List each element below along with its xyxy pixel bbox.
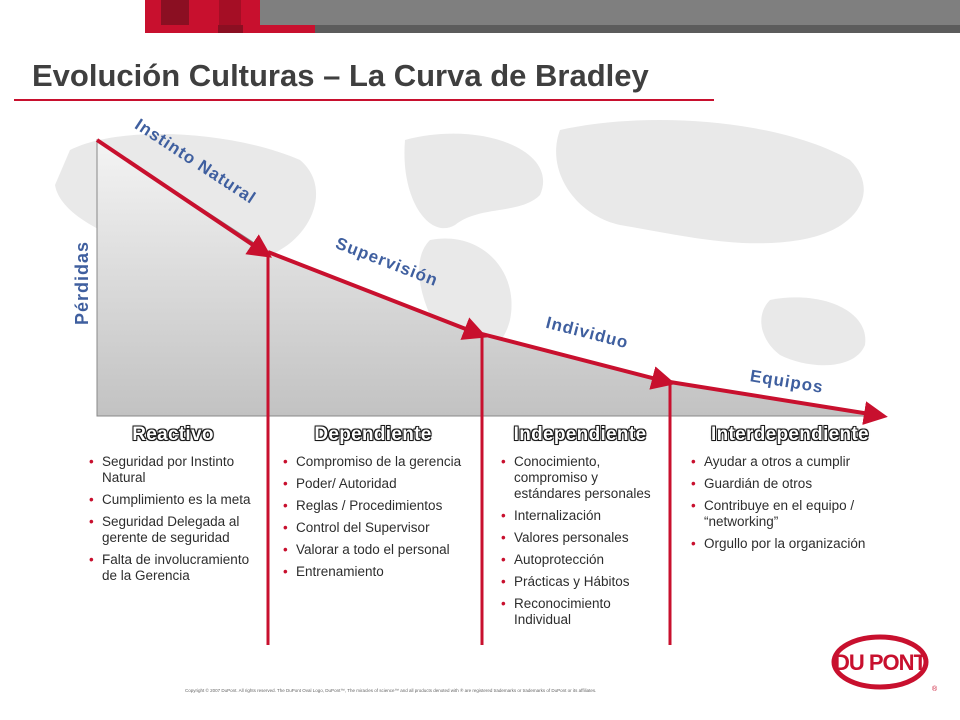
list-item: Ayudar a otros a cumplir [690,454,890,470]
list-item: Cumplimiento es la meta [88,492,258,508]
list-item: Prácticas y Hábitos [500,574,660,590]
list-item: Autoprotección [500,552,660,568]
list-item: Poder/ Autoridad [282,476,464,492]
column-heading-dependiente: Dependiente [314,424,432,445]
column-independiente: Independiente Conocimiento, compromiso y… [500,424,660,634]
list-item: Compromiso de la gerencia [282,454,464,470]
stage-label: Individuo [544,313,631,352]
list-item: Seguridad Delegada al gerente de segurid… [88,514,258,546]
list-item: Reconocimiento Individual [500,596,660,628]
page-title: Evolución Culturas – La Curva de Bradley [32,58,649,93]
list-item: Reglas / Procedimientos [282,498,464,514]
curve-segments [95,138,888,645]
column-list: Ayudar a otros a cumplir Guardián de otr… [690,454,890,552]
list-item: Guardián de otros [690,476,890,492]
list-item: Valores personales [500,530,660,546]
column-list: Seguridad por Instinto Natural Cumplimie… [88,454,258,584]
list-item: Internalización [500,508,660,524]
dupont-logo: DU PONT ® [831,634,938,693]
list-item: Orgullo por la organización [690,536,890,552]
copyright-footer: Copyright © 2007 DuPont. All rights rese… [185,688,597,693]
curve-segment [267,250,488,340]
logo-text: DU PONT [834,650,928,675]
column-dependiente: Dependiente Compromiso de la gerencia Po… [282,424,464,586]
list-item: Falta de involucramiento de la Gerencia [88,552,258,584]
stage-label: Equipos [749,366,825,396]
list-item: Contribuye en el equipo / “networking” [690,498,890,530]
column-heading-reactivo: Reactivo [132,424,214,445]
curve-segment [95,138,272,258]
top-decorative-bar [145,0,960,33]
curve-segment [481,332,676,390]
title-underline [14,99,714,101]
list-item: Entrenamiento [282,564,464,580]
column-interdependiente: Interdependiente Ayudar a otros a cumpli… [690,424,890,558]
y-axis-label: Pérdidas [72,241,92,325]
list-item: Valorar a todo el personal [282,542,464,558]
column-list: Compromiso de la gerencia Poder/ Autorid… [282,454,464,580]
list-item: Conocimiento, compromiso y estándares pe… [500,454,660,502]
column-heading-interdependiente: Interdependiente [711,424,869,445]
column-heading-independiente: Independiente [513,424,647,445]
curve-segment [669,380,888,425]
list-item: Control del Supervisor [282,520,464,536]
svg-text:®: ® [932,685,938,693]
column-reactivo: Reactivo Seguridad por Instinto Natural … [88,424,258,590]
column-list: Conocimiento, compromiso y estándares pe… [500,454,660,628]
list-item: Seguridad por Instinto Natural [88,454,258,486]
